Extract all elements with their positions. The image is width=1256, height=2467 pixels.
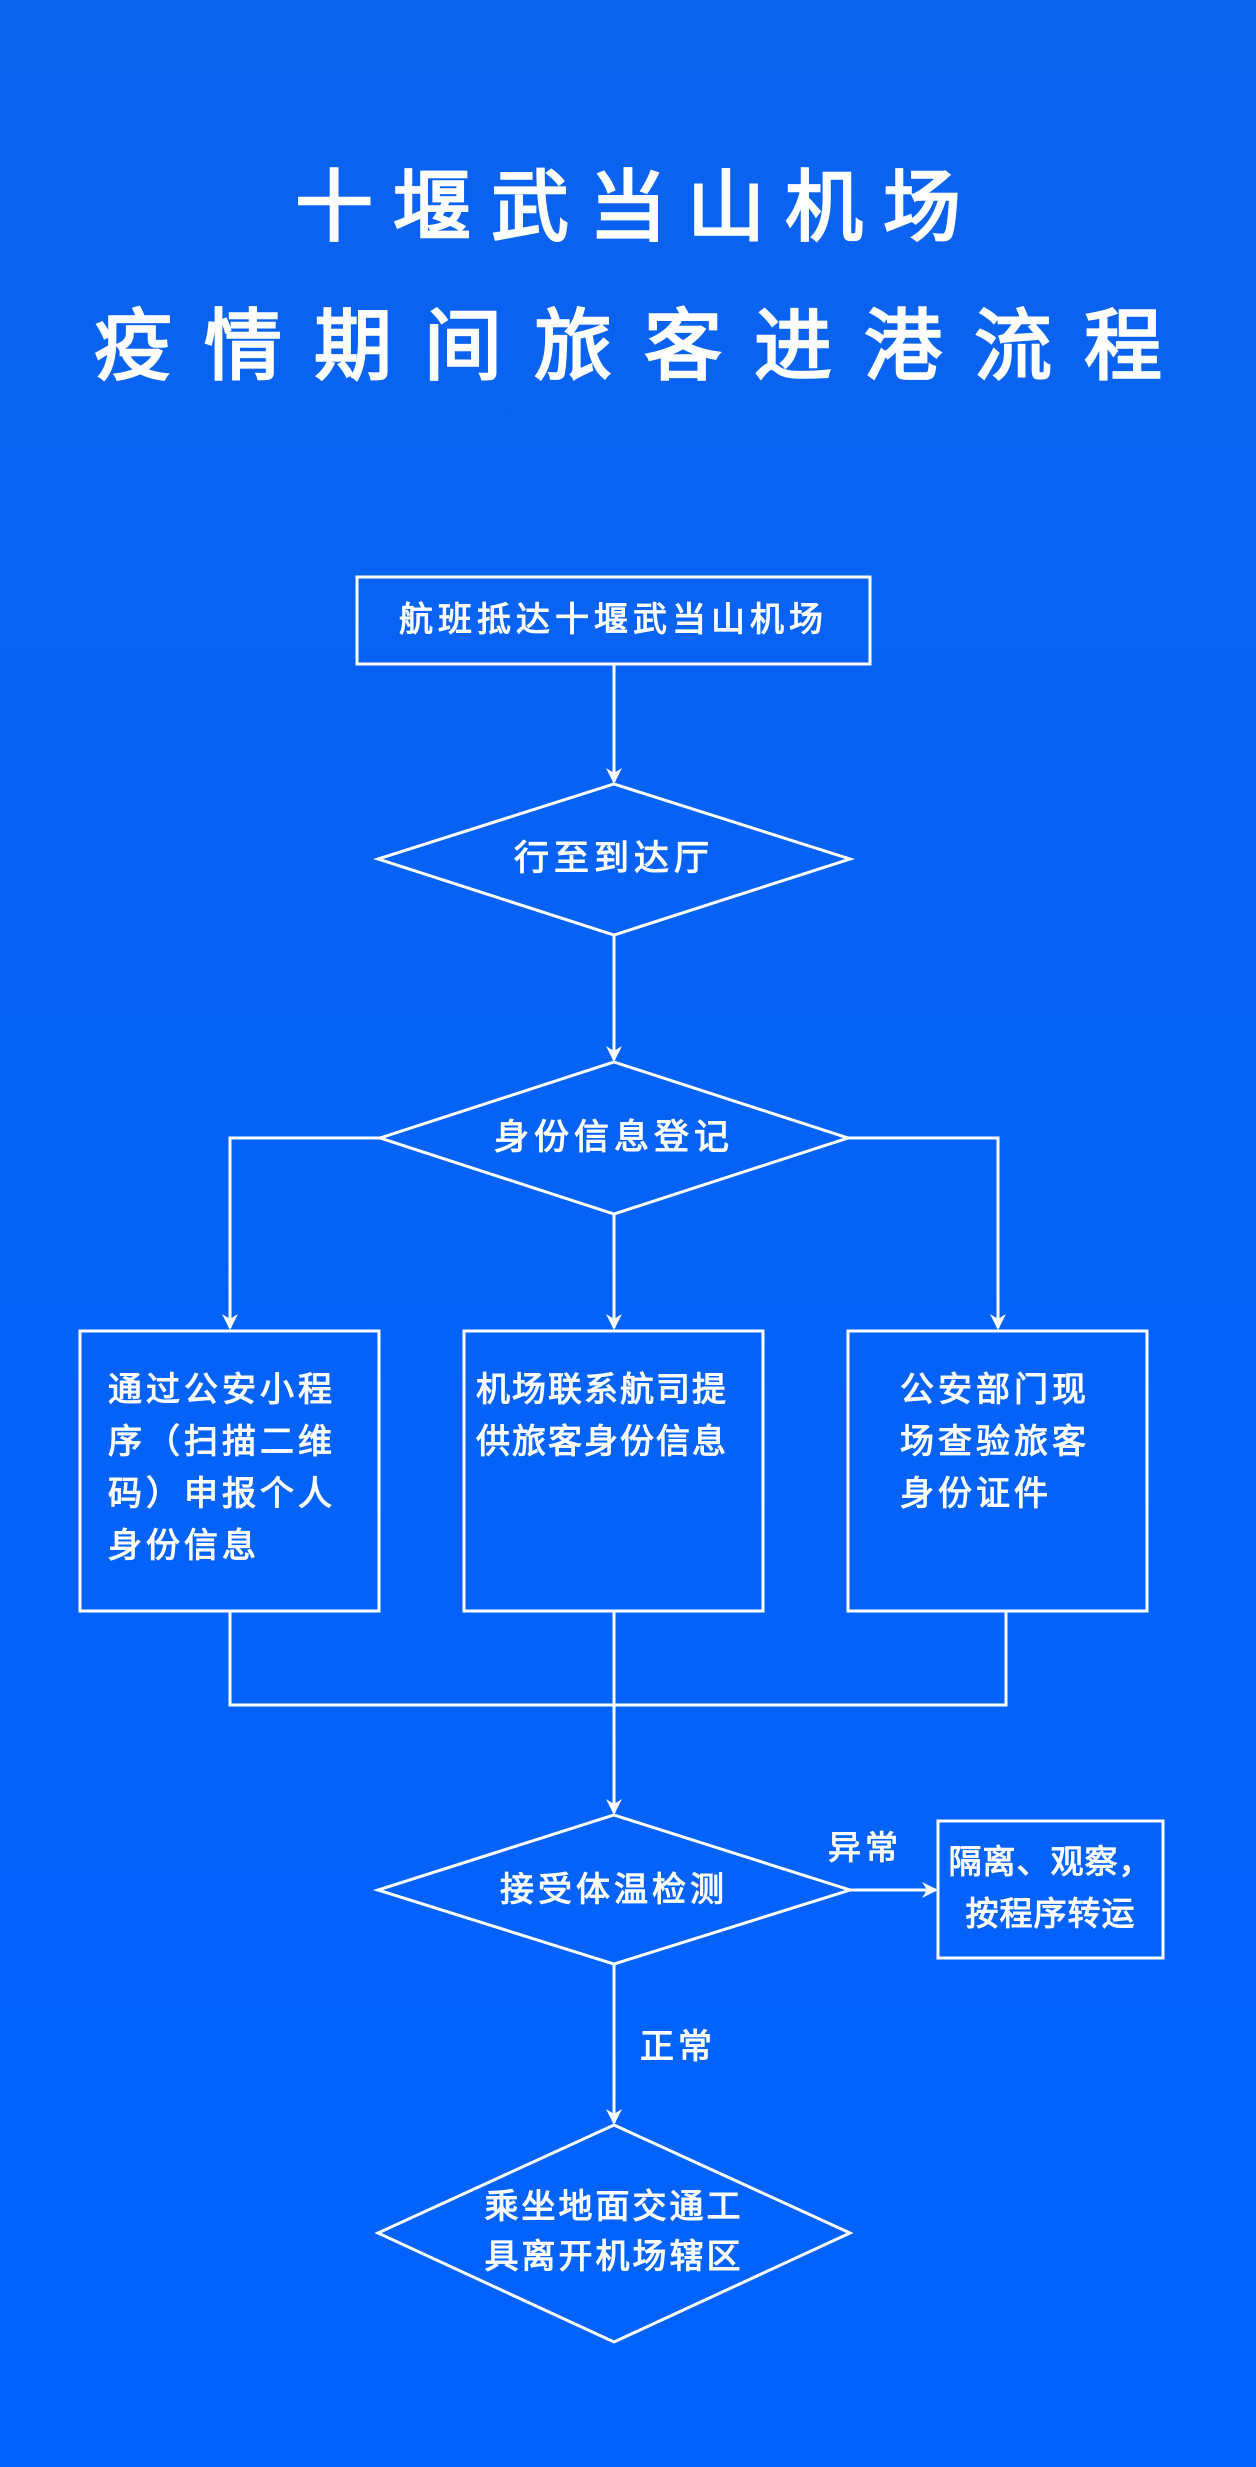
box-line: 隔离、观察， [948, 1842, 1153, 1881]
box-line: 码）申报个人 [108, 1474, 336, 1514]
box-quarantine [936, 1819, 1165, 1960]
box-line: 公安部门现 [900, 1370, 1090, 1410]
box-line: 身份信息 [108, 1526, 260, 1566]
box-quarantine-text: 隔离、观察， 按程序转运 [938, 1836, 1163, 1940]
box-line: 场查验旅客 [900, 1422, 1090, 1462]
box-line: 供旅客身份信息 [476, 1422, 728, 1462]
exit-line: 具离开机场辖区 [484, 2237, 744, 2277]
box-line: 通过公安小程 [108, 1370, 336, 1410]
page-title-line-2: 疫情期间旅客进港流程 [93, 302, 1194, 392]
exit-label: 乘坐地面交通工 具离开机场辖区 [378, 2182, 850, 2282]
page-title-line-1: 十堰武当山机场 [294, 163, 981, 253]
box-police-check-text: 公安部门现 场查验旅客 身份证件 [900, 1364, 1140, 1520]
branch-left-connector [222, 1136, 380, 1330]
exit-diamond [374, 2123, 854, 2344]
box-line: 机场联系航司提 [476, 1370, 728, 1410]
registration-label: 身份信息登记 [493, 1118, 734, 1158]
arrival-hall-label: 行至到达厅 [513, 839, 714, 879]
start-label: 航班抵达十堰武当山机场 [399, 600, 828, 640]
normal-label: 正常 [640, 2027, 716, 2067]
abnormal-label: 异常 [828, 1828, 902, 1867]
temperature-check-label: 接受体温检测 [500, 1870, 728, 1910]
merge-line [228, 1611, 1008, 1707]
branch-right-connector [848, 1136, 1006, 1330]
box-mini-program-text: 通过公安小程 序（扫描二维 码）申报个人 身份信息 [108, 1364, 370, 1572]
box-airline-info-text: 机场联系航司提 供旅客身份信息 [476, 1364, 761, 1468]
box-line: 按程序转运 [965, 1894, 1136, 1933]
exit-line: 乘坐地面交通工 [484, 2187, 744, 2227]
box-police-check [846, 1329, 1149, 1613]
box-line: 身份证件 [900, 1474, 1052, 1514]
box-line: 序（扫描二维 [108, 1422, 336, 1462]
